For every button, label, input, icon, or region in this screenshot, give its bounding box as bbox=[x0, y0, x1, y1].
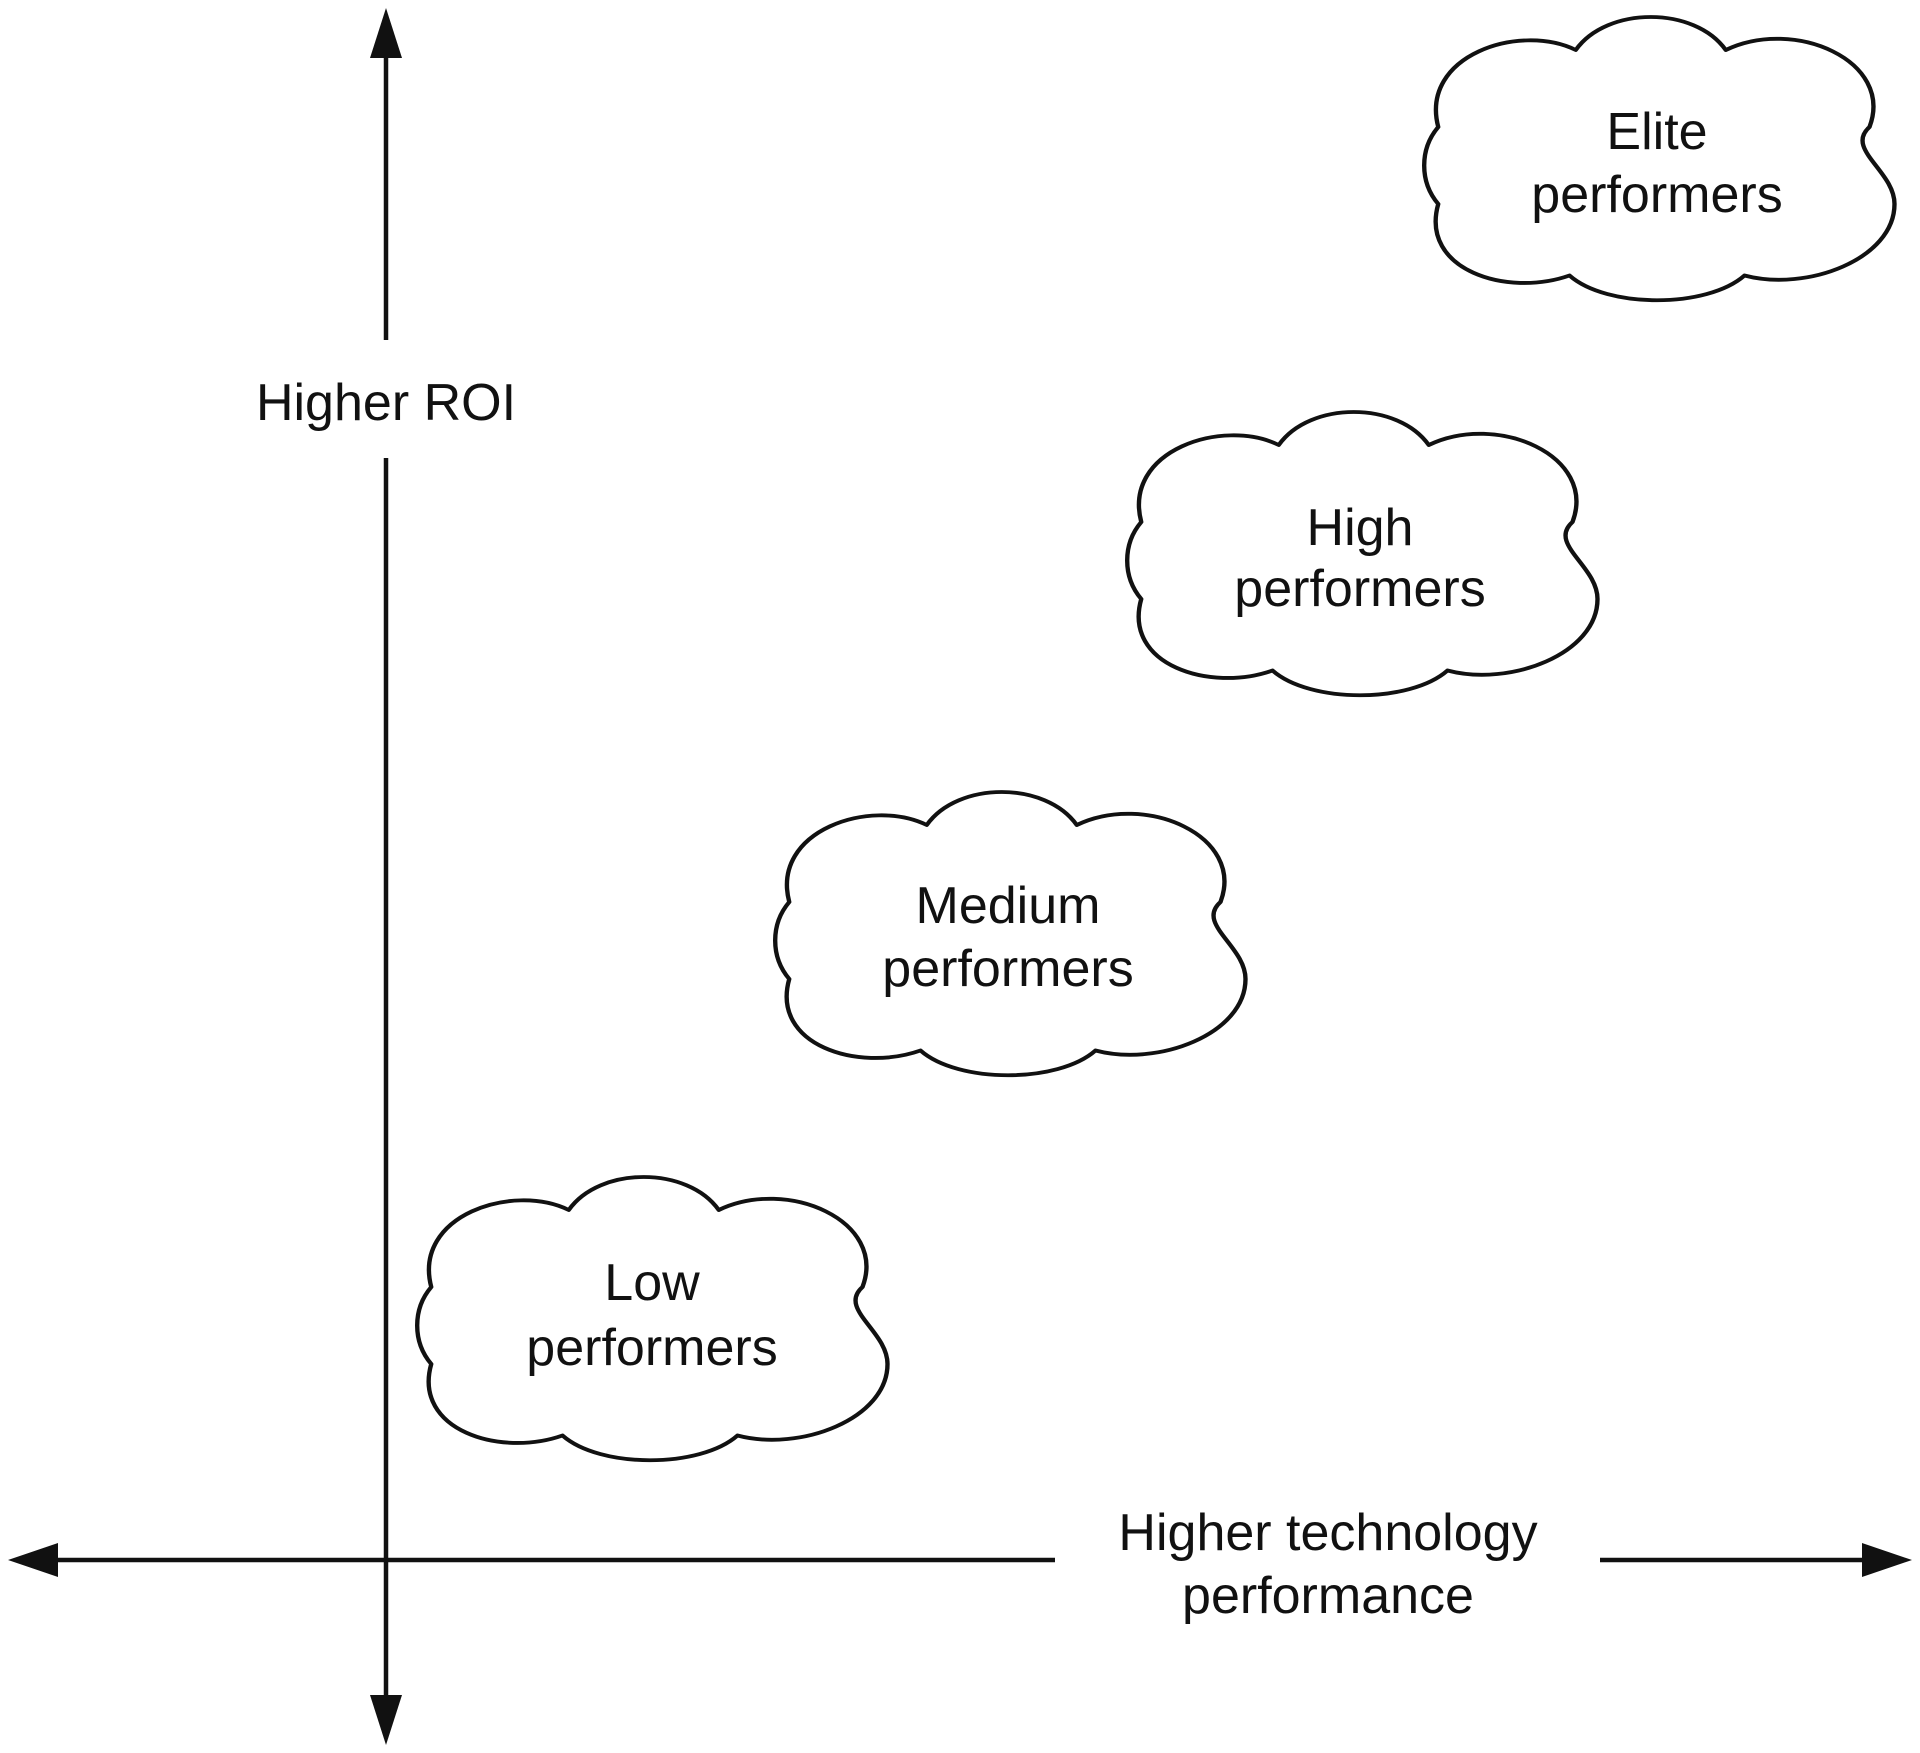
x-axis-right-arrow bbox=[1862, 1543, 1912, 1577]
cloud-high-line1: High bbox=[1307, 499, 1414, 557]
cloud-high-line2: performers bbox=[1234, 560, 1485, 618]
cloud-low-line1: Low bbox=[604, 1254, 700, 1312]
y-axis-up-arrow bbox=[370, 8, 402, 58]
cloud-elite-line1: Elite bbox=[1606, 103, 1707, 161]
x-axis: Higher technology performance bbox=[8, 1504, 1912, 1625]
x-axis-left-arrow bbox=[8, 1543, 58, 1577]
x-axis-label-line2: performance bbox=[1182, 1567, 1474, 1625]
y-axis-label: Higher ROI bbox=[256, 374, 516, 432]
cloud-medium-line1: Medium bbox=[916, 877, 1101, 935]
x-axis-label-line1: Higher technology bbox=[1118, 1504, 1537, 1562]
y-axis-down-arrow bbox=[370, 1695, 402, 1745]
cloud-medium-line2: performers bbox=[882, 940, 1133, 998]
y-axis: Higher ROI bbox=[256, 8, 516, 1745]
cloud-low-line2: performers bbox=[526, 1319, 777, 1377]
cloud-elite-line2: performers bbox=[1531, 166, 1782, 224]
